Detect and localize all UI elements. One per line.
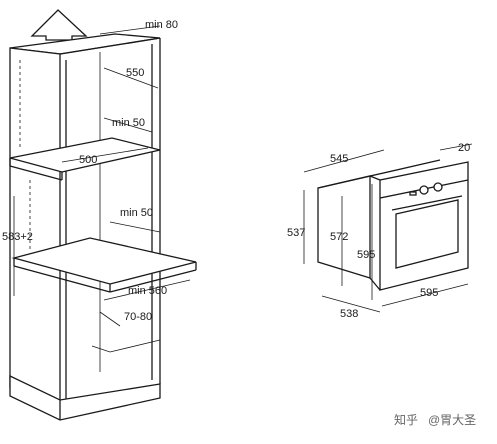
dim-top-gap: min 80 [145, 19, 178, 31]
watermark-author: @胃大圣 [428, 413, 476, 427]
oven-dimension-lines [303, 143, 473, 313]
dim-oven-width: 595 [420, 287, 438, 299]
dim-oven-height: 595 [357, 249, 375, 261]
watermark-site: 知乎 [394, 413, 418, 427]
oven-door-window [395, 199, 459, 269]
oven-knob-icon [433, 182, 443, 192]
dim-oven-depth: 545 [330, 153, 348, 165]
dim-cabinet-height: 583+2 [2, 231, 33, 243]
upper-shelf [9, 137, 161, 173]
dim-depth-top: 550 [126, 67, 144, 79]
dim-oven-body-width: 538 [340, 308, 358, 320]
vent-arrow-icon [30, 9, 88, 41]
dim-mid-gap: min 50 [120, 207, 153, 219]
dim-oven-front: 20 [458, 142, 470, 154]
dim-upper-gap: min 50 [112, 117, 145, 129]
dim-shelf-width: 500 [79, 154, 97, 166]
oven-body [317, 175, 371, 279]
dim-plinth: 70-80 [124, 311, 152, 323]
dim-depth-bottom: min 560 [128, 285, 167, 297]
cabinet-dimension-lines [13, 25, 191, 327]
dim-oven-body-height: 537 [287, 227, 305, 239]
oven-knob-icon [419, 185, 429, 195]
oven-drawing [317, 159, 469, 291]
dim-oven-inner-height: 572 [330, 231, 348, 243]
cabinet-left-panel [9, 47, 61, 411]
cabinet-drawing [9, 9, 197, 421]
